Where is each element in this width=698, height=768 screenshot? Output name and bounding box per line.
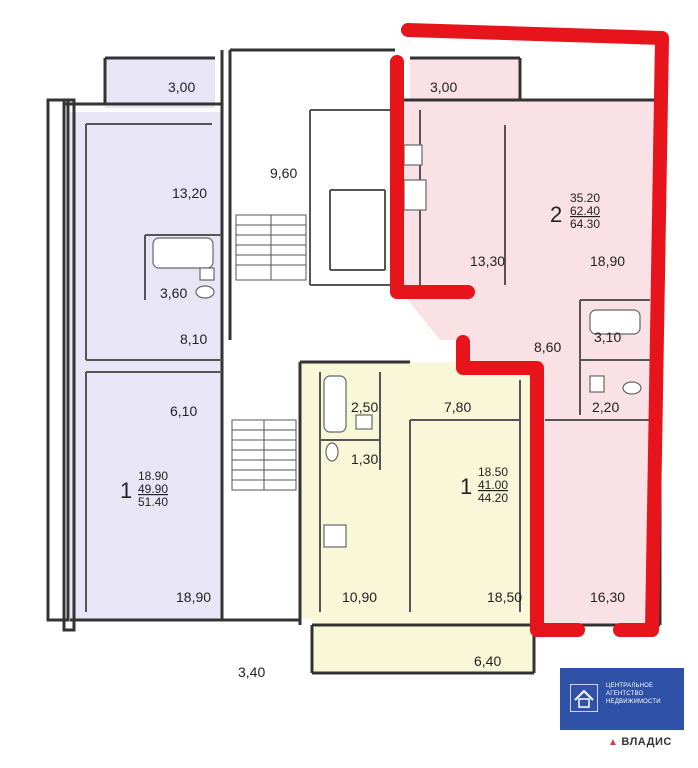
brand-footer: ▲ВЛАДИС bbox=[608, 736, 672, 748]
right-balcony-fill bbox=[410, 58, 520, 103]
badge-line-3: НЕДВИЖИМОСТИ bbox=[606, 699, 661, 705]
agency-badge: ЦЕНТРАЛЬНОЕ АГЕНТСТВО НЕДВИЖИМОСТИ bbox=[560, 668, 684, 730]
vladis-mark-icon: ▲ bbox=[608, 737, 619, 748]
left-toilet bbox=[195, 285, 215, 299]
walls bbox=[46, 48, 662, 675]
apartment-full-area: 64.30 bbox=[570, 217, 600, 231]
area-right-bath: 3,10 bbox=[594, 329, 621, 345]
apartment-summary-right: 2 35.20 62.40 64.30 bbox=[550, 191, 600, 231]
area-left-room-bottom: 18,90 bbox=[176, 589, 211, 605]
apartment-full-area: 44.20 bbox=[478, 491, 508, 505]
middle-balcony-fill bbox=[312, 618, 534, 673]
apartment-living-area: 18.90 bbox=[138, 469, 168, 483]
area-mid-balcony: 6,40 bbox=[474, 653, 501, 669]
brand-name: ВЛАДИС bbox=[621, 736, 672, 748]
apartment-total-area: 49.90 bbox=[138, 482, 168, 496]
area-left-kitchen: 6,10 bbox=[170, 403, 197, 419]
left-sink bbox=[199, 267, 215, 281]
area-right-hall: 8,60 bbox=[534, 339, 561, 355]
area-mid-room: 18,50 bbox=[487, 589, 522, 605]
mid-bathtub bbox=[323, 375, 347, 433]
left-bathtub bbox=[152, 237, 214, 269]
fixtures bbox=[152, 144, 642, 548]
area-left-room-top: 13,20 bbox=[172, 185, 207, 201]
badge-line-2: АГЕНТСТВО bbox=[606, 691, 644, 697]
room-area-labels: 3,00 13,20 3,60 8,10 6,10 18,90 9,60 2,5… bbox=[160, 79, 625, 680]
area-left-hall: 8,10 bbox=[180, 331, 207, 347]
right-bathtub bbox=[589, 309, 641, 335]
badge-line-1: ЦЕНТРАЛЬНОЕ bbox=[606, 683, 654, 689]
area-right-room-top: 18,90 bbox=[590, 253, 625, 269]
area-left-balcony: 3,00 bbox=[168, 79, 195, 95]
apartment-full-area: 51.40 bbox=[138, 495, 168, 509]
left-balcony-fill bbox=[105, 58, 215, 108]
area-entrance: 3,40 bbox=[238, 664, 265, 680]
mid-toilet bbox=[325, 442, 339, 462]
area-stair-top: 9,60 bbox=[270, 165, 297, 181]
apartment-summary-left: 1 18.90 49.90 51.40 bbox=[120, 469, 168, 509]
highlight-outline bbox=[390, 23, 669, 637]
right-sink-kitchen bbox=[403, 144, 423, 166]
right-sink bbox=[589, 375, 605, 393]
area-left-bath: 3,60 bbox=[160, 285, 187, 301]
apartment-left-fill bbox=[70, 112, 222, 620]
area-right-kitchen: 13,30 bbox=[470, 253, 505, 269]
house-logo-icon bbox=[570, 684, 598, 712]
area-mid-bath: 2,50 bbox=[351, 399, 378, 415]
apartment-summary-middle: 1 18.50 41.00 44.20 bbox=[460, 465, 508, 505]
apartment-living-area: 18.50 bbox=[478, 465, 508, 479]
area-mid-kitchen: 10,90 bbox=[342, 589, 377, 605]
apartment-number: 2 bbox=[550, 202, 562, 227]
area-mid-wc: 1,30 bbox=[351, 451, 378, 467]
right-toilet bbox=[622, 381, 642, 395]
mid-sink bbox=[355, 414, 373, 430]
area-right-wc: 2,20 bbox=[592, 399, 619, 415]
apartment-living-area: 35.20 bbox=[570, 191, 600, 205]
partitions bbox=[85, 109, 650, 612]
apartment-number: 1 bbox=[120, 478, 132, 503]
stairs bbox=[231, 214, 307, 491]
mid-stove bbox=[323, 524, 347, 548]
area-right-balcony: 3,00 bbox=[430, 79, 457, 95]
area-right-room-bottom: 16,30 bbox=[590, 589, 625, 605]
apartment-total-area: 41.00 bbox=[478, 478, 508, 492]
right-stove bbox=[403, 179, 427, 211]
apartment-number: 1 bbox=[460, 474, 472, 499]
area-mid-hall: 7,80 bbox=[444, 399, 471, 415]
apartment-total-area: 62.40 bbox=[570, 204, 600, 218]
